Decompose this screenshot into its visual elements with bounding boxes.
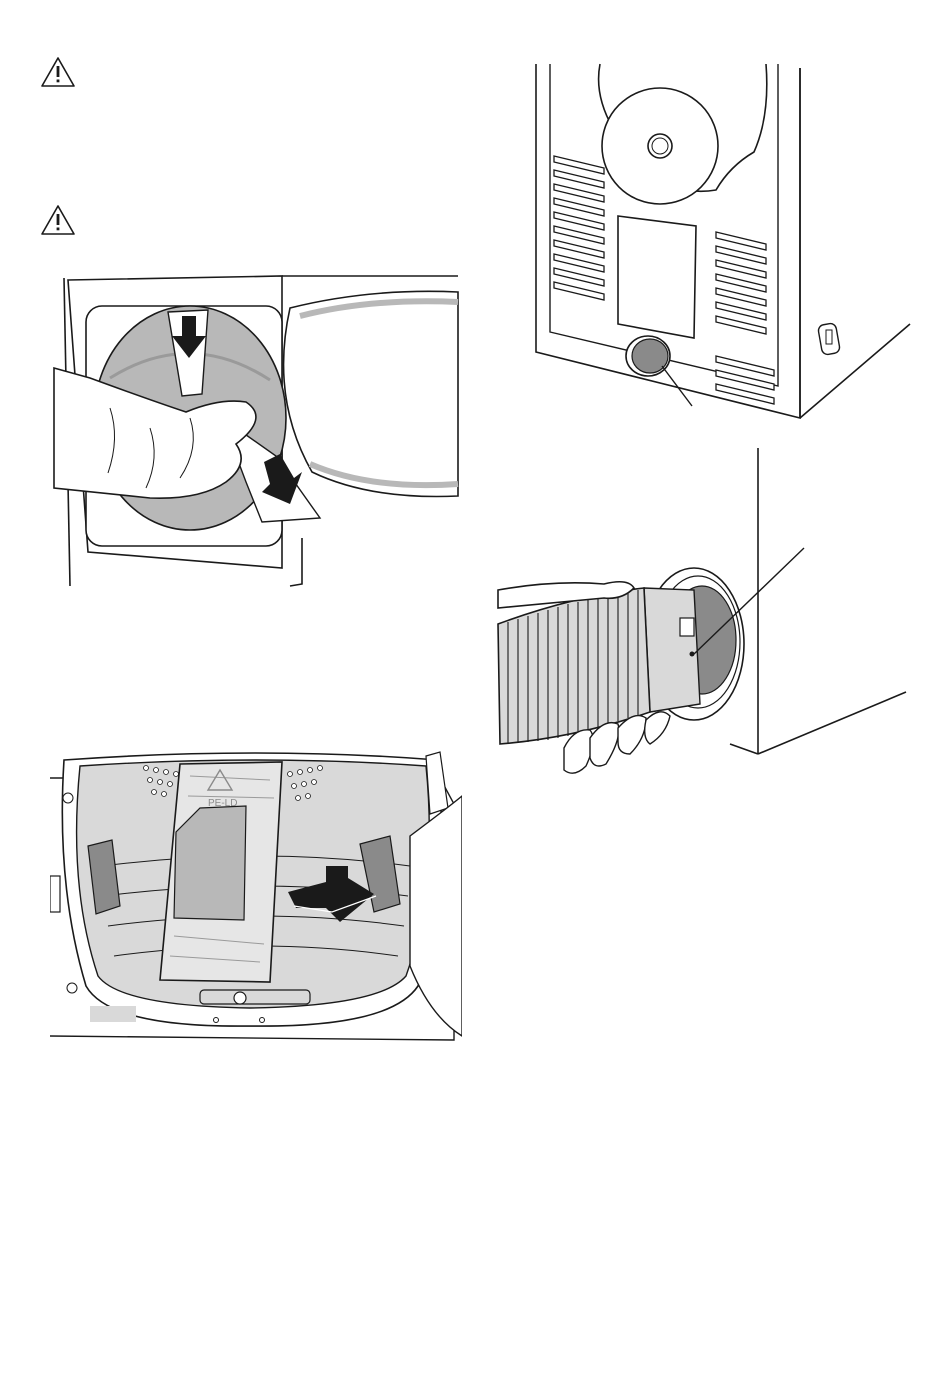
drum-packaging-illustration: PE-LD	[50, 736, 462, 1048]
warning-triangle-icon	[40, 56, 76, 88]
rear-panel-illustration	[530, 56, 920, 426]
warning-triangle-icon	[40, 204, 76, 236]
hand-pulling-wrap-illustration	[50, 268, 460, 588]
recycle-label: PE-LD	[208, 798, 237, 809]
hose-connection-illustration	[494, 448, 914, 788]
